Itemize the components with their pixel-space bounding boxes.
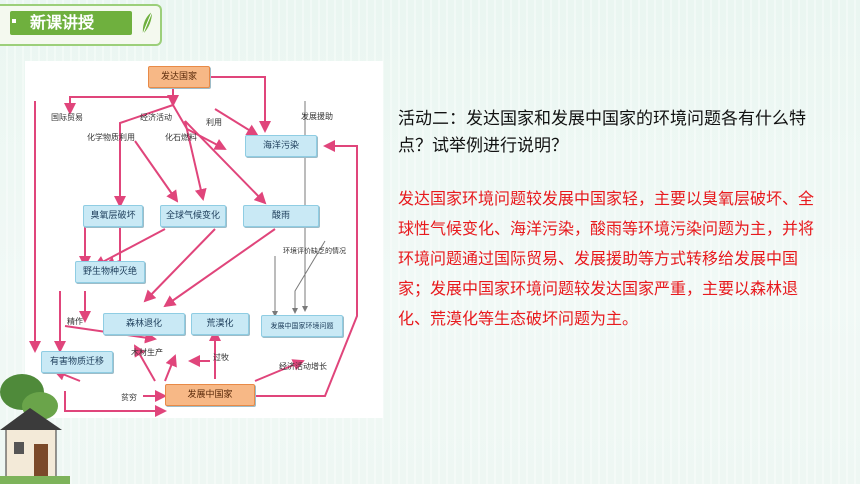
house-illustration-icon <box>0 374 70 484</box>
label-refine: 精作 <box>67 317 83 326</box>
node-desert: 荒漠化 <box>191 313 249 335</box>
tag-dot <box>12 19 16 23</box>
activity-question: 活动二：发达国家和发展中国家的环境问题各有什么特点？试举例进行说明？ <box>398 109 806 156</box>
node-acid-rain: 酸雨 <box>243 205 319 227</box>
node-developing-env: 发展中国家环境问题 <box>261 315 343 337</box>
label-chem: 化学物质利用 <box>87 133 135 142</box>
node-hazardous: 有害物质迁移 <box>41 351 113 373</box>
label-timber: 木材生产 <box>131 348 163 357</box>
label-poverty: 贫穷 <box>121 393 137 402</box>
section-tag-label: 新课讲授 <box>10 11 132 35</box>
label-use: 利用 <box>206 118 222 127</box>
node-ozone: 臭氧层破坏 <box>83 205 143 227</box>
node-wildlife: 野生物种灭绝 <box>75 261 145 283</box>
node-ocean-pollution: 海洋污染 <box>245 135 317 157</box>
label-graze: 过牧 <box>213 353 229 362</box>
activity-answer: 发达国家环境问题较发展中国家轻，主要以臭氧层破坏、全球性气候变化、海洋污染，酸雨… <box>398 189 815 328</box>
node-developed-countries: 发达国家 <box>148 66 210 88</box>
node-climate: 全球气候变化 <box>160 205 226 227</box>
label-econ: 经济活动 <box>140 113 172 122</box>
section-tag: 新课讲授 <box>0 4 162 46</box>
node-forest: 森林退化 <box>103 313 185 335</box>
label-aid: 发展援助 <box>301 112 333 121</box>
node-developing-countries: 发展中国家 <box>165 384 255 406</box>
label-growth: 经济活动增长 <box>279 362 327 371</box>
label-trade: 国际贸易 <box>51 113 83 122</box>
environment-diagram: 发达国家 臭氧层破坏 全球气候变化 酸雨 海洋污染 野生物种灭绝 森林退化 荒漠… <box>25 61 383 418</box>
leaf-icon <box>142 11 153 35</box>
label-fossil: 化石燃料 <box>165 133 197 142</box>
label-eval: 环境评价缺乏的情况 <box>283 247 346 255</box>
